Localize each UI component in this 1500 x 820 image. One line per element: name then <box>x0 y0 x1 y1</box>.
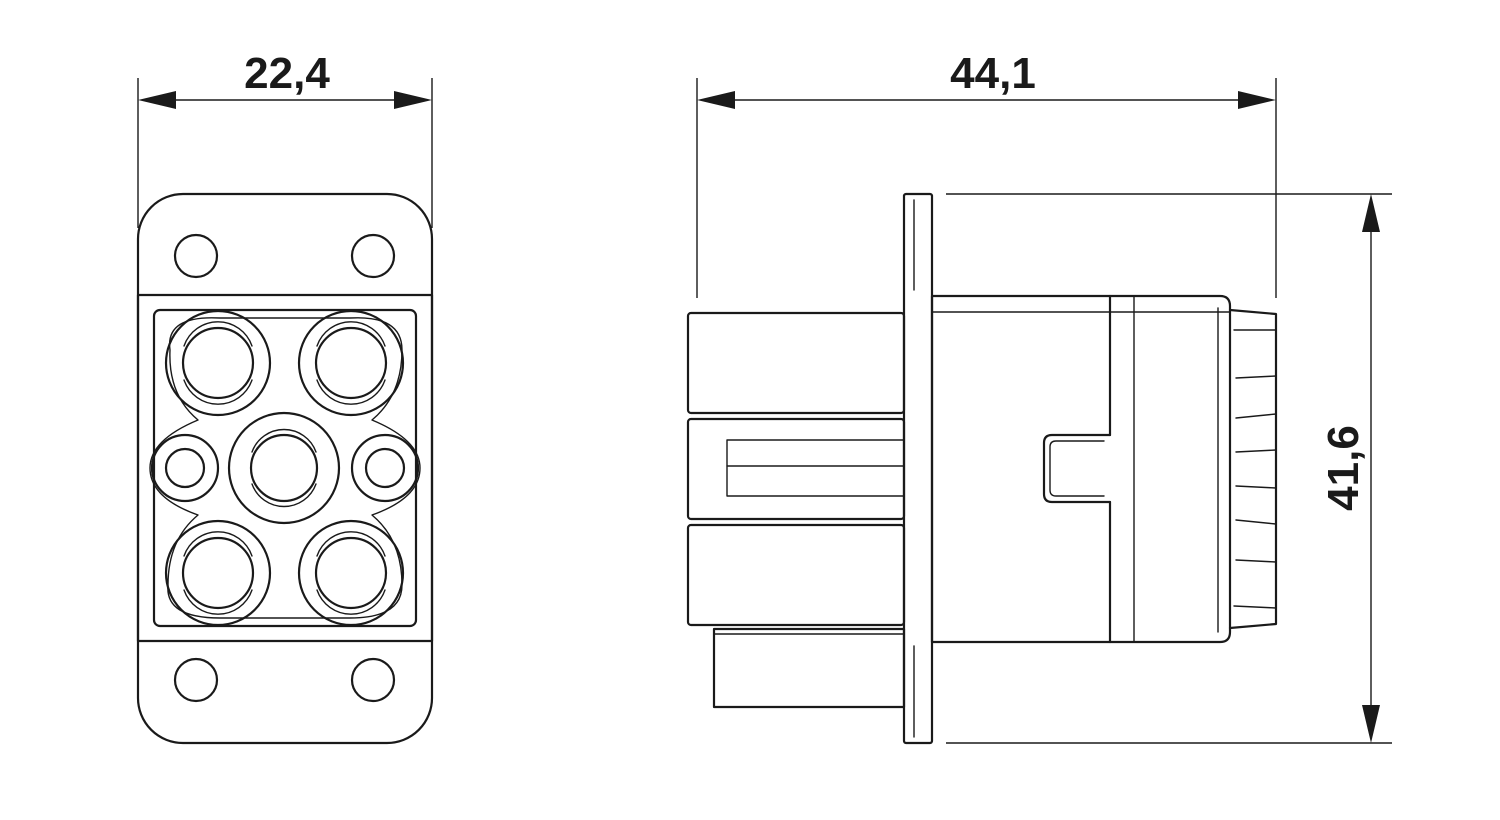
front-insert-body <box>136 293 434 643</box>
contact-center <box>227 411 341 525</box>
rib-8 <box>1233 605 1277 609</box>
mounting-hole-top-left <box>173 233 219 279</box>
arrow-head-right <box>394 91 432 109</box>
wire-blocks <box>686 311 906 709</box>
front-view: 22,4 <box>136 49 434 745</box>
flange-plate <box>902 192 934 745</box>
ribbed-front <box>1228 308 1278 630</box>
arrow-head-left <box>697 91 735 109</box>
latch-tab <box>1042 433 1112 504</box>
side-flange <box>902 192 934 745</box>
rib-4 <box>1235 449 1277 453</box>
wire-block-bottom <box>686 523 906 627</box>
arrow-head-left <box>138 91 176 109</box>
arrow-head-bottom <box>1362 705 1380 743</box>
wire-block-middle <box>686 417 906 521</box>
body-outline <box>930 294 1232 644</box>
front-flange-outline <box>136 192 434 745</box>
rib-3 <box>1235 413 1277 419</box>
rib-6 <box>1235 519 1277 525</box>
rib-outline <box>1228 308 1278 630</box>
arrow-head-top <box>1362 194 1380 232</box>
rib-5 <box>1235 485 1277 489</box>
contact-bottom-right <box>297 519 405 627</box>
contact-top-left <box>164 309 272 417</box>
dimension-label-side-height: 41,6 <box>1319 425 1368 511</box>
mounting-hole-top-right <box>350 233 396 279</box>
contact-top-right <box>297 309 405 417</box>
mounting-hole-bottom-right <box>350 657 396 703</box>
mounting-hole-bottom-left <box>173 657 219 703</box>
contact-housing-outline <box>149 317 421 619</box>
dimension-side-length: 44,1 <box>696 49 1277 298</box>
arrow-head-right <box>1238 91 1276 109</box>
contact-side-left <box>150 433 220 503</box>
wire-block-lower <box>712 627 906 709</box>
rib-2 <box>1235 375 1277 379</box>
wire-block-top <box>686 311 906 415</box>
contact-bottom-left <box>164 519 272 627</box>
side-body <box>930 294 1232 644</box>
dimension-front-width: 22,4 <box>137 49 433 228</box>
wire-block-middle-slot <box>726 439 905 497</box>
dimension-label-side-length: 44,1 <box>950 49 1036 98</box>
dimension-label-front-width: 22,4 <box>244 49 330 98</box>
front-insert-face <box>152 308 418 628</box>
dimension-side-height: 41,6 <box>946 193 1392 744</box>
rib-7 <box>1235 559 1277 563</box>
side-view: 44,1 41,6 <box>686 49 1392 745</box>
contact-side-right <box>350 433 420 503</box>
latch-tab-inner <box>1049 440 1105 497</box>
